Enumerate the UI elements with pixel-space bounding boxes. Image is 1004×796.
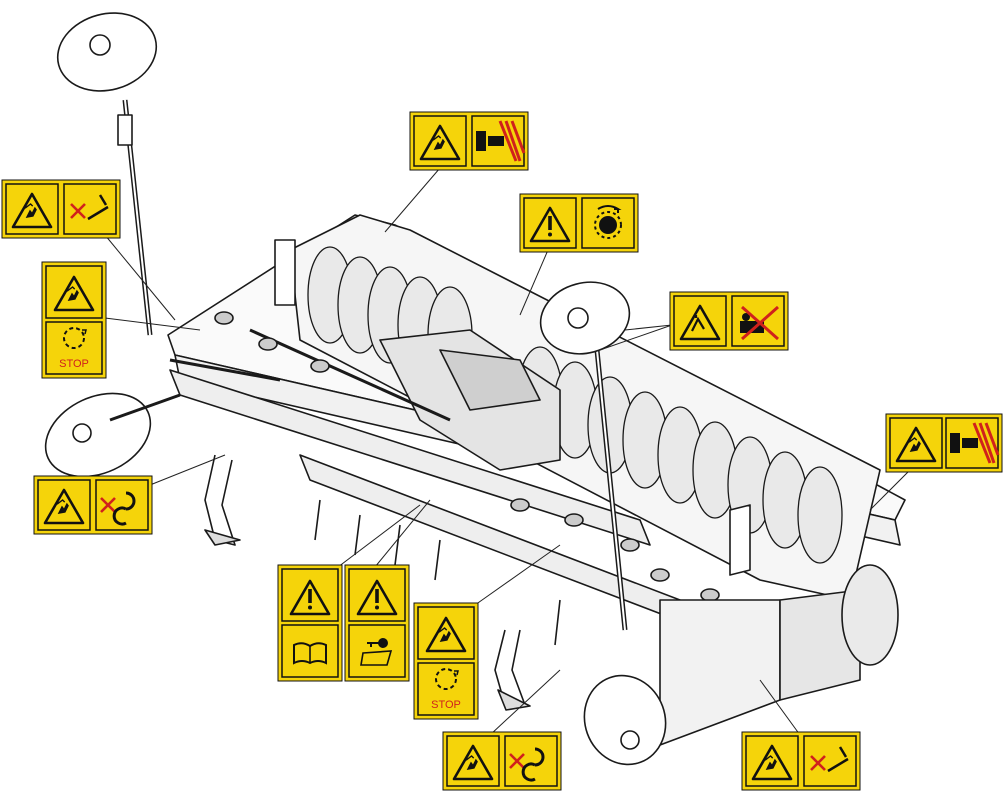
warning-triangle-fall-icon	[679, 304, 721, 341]
decal-warning-crush-tractor-right	[885, 413, 1003, 473]
no-hand-lever-icon	[809, 746, 849, 773]
decal-warning-rotating-part	[519, 193, 639, 253]
leader-lines	[104, 167, 911, 736]
decal-warning-read-manual	[277, 564, 343, 682]
no-hand-lever-icon	[69, 194, 109, 221]
decal-warning-hand-no-touch-lever	[1, 179, 121, 239]
rotating-gear-icon	[594, 205, 622, 239]
tractor-hazard-zone-icon	[950, 422, 1000, 464]
decal-warning-fall-no-ride	[669, 291, 789, 351]
decal-warning-hand-no-touch-lever-bottom	[741, 731, 861, 791]
decal-warning-rotating-stop-center: STOP	[413, 602, 479, 720]
no-hand-hitch-icon	[99, 491, 136, 526]
stop-label: STOP	[59, 358, 89, 370]
machine-drawing	[44, 12, 906, 766]
no-riding-icon	[740, 305, 779, 341]
decal-warning-crush-tractor	[409, 111, 529, 171]
stop-label: STOP	[431, 699, 461, 711]
decal-warning-crush-hitch-bottom	[442, 731, 562, 791]
remove-key-manual-icon	[360, 638, 393, 666]
no-hand-hitch-icon	[508, 747, 545, 782]
decal-warning-rotating-stop: STOP	[41, 261, 107, 379]
decal-warning-remove-key	[344, 564, 410, 682]
tractor-hazard-zone-icon	[476, 120, 526, 162]
decal-warning-crush-hitch	[33, 475, 153, 535]
